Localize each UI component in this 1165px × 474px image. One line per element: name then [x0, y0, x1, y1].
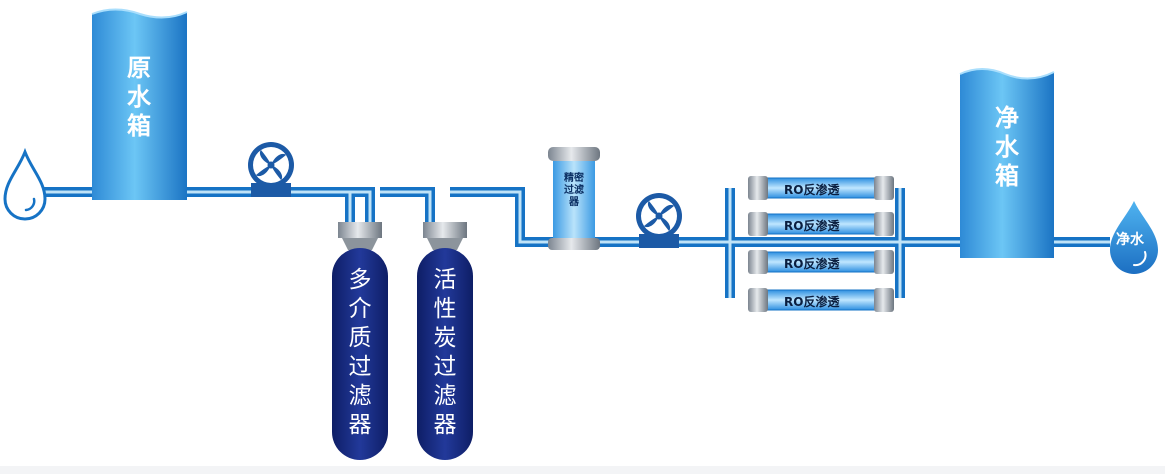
- ro-membrane-label: RO反渗透: [784, 257, 840, 271]
- pump-fan-icon: [636, 193, 682, 248]
- ro-membrane-array: [748, 176, 894, 312]
- water-drop-outline-icon: [3, 147, 47, 221]
- precision-filter-vessel: [548, 147, 600, 250]
- clean-tank-label: 净水箱: [995, 104, 1019, 190]
- ro-membrane-label: RO反渗透: [784, 183, 840, 197]
- precision-filter-label: 精密过滤器: [564, 173, 584, 208]
- output-drop-label: 净水: [1116, 232, 1144, 248]
- ro-membrane: [748, 212, 894, 236]
- clean-water-tank: [959, 68, 1055, 258]
- carbon-filter-label: 活性炭过滤器: [433, 267, 457, 438]
- ro-membrane-label: RO反渗透: [784, 219, 840, 233]
- bottom-band: [0, 466, 1165, 474]
- raw-tank-label: 原水箱: [127, 54, 151, 140]
- ro-membrane: [748, 288, 894, 312]
- ro-membrane: [748, 176, 894, 200]
- raw-water-tank: [91, 8, 188, 200]
- ro-membrane: [748, 250, 894, 274]
- media-filter-label: 多介质过滤器: [348, 267, 372, 438]
- ro-membrane-label: RO反渗透: [784, 295, 840, 309]
- carbon-filter-vessel: [417, 222, 473, 460]
- pump-fan-icon: [248, 142, 294, 197]
- media-filter-vessel: [332, 222, 388, 460]
